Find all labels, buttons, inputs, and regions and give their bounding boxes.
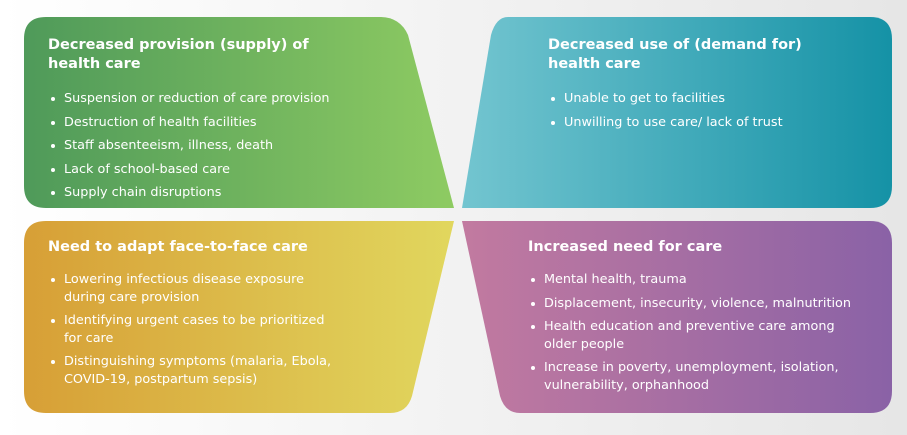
top-right-quadrant-shape bbox=[462, 17, 892, 208]
bullet-list: Unable to get to facilities Unwilling to… bbox=[548, 90, 878, 131]
list-item: Displacement, insecurity, violence, maln… bbox=[528, 295, 888, 313]
list-item: Identifying urgent cases to be prioritiz… bbox=[48, 312, 348, 347]
panel-title: Need to adapt face-to-face care bbox=[48, 239, 308, 255]
list-item: Health education and preventive care amo… bbox=[528, 318, 888, 353]
panel-adapt-care: Need to adapt face-to-face care Lowering… bbox=[48, 238, 348, 394]
list-item: Supply chain disruptions bbox=[48, 184, 378, 202]
panel-increased-need: Increased need for care Mental health, t… bbox=[528, 238, 888, 400]
bottom-left-quadrant-shape bbox=[24, 221, 454, 413]
panel-title: Decreased use of (demand for) health car… bbox=[548, 37, 802, 72]
bullet-list: Mental health, trauma Displacement, inse… bbox=[528, 271, 888, 394]
bottom-right-quadrant-shape bbox=[462, 221, 892, 413]
list-item: Unwilling to use care/ lack of trust bbox=[548, 114, 878, 132]
panel-decreased-use: Decreased use of (demand for) health car… bbox=[548, 36, 878, 137]
list-item: Staff absenteeism, illness, death bbox=[48, 137, 378, 155]
panel-decreased-provision: Decreased provision (supply) of health c… bbox=[48, 36, 378, 208]
list-item: Destruction of health facilities bbox=[48, 114, 378, 132]
top-left-quadrant-shape bbox=[24, 17, 454, 208]
list-item: Increase in poverty, unemployment, isola… bbox=[528, 359, 888, 394]
list-item: Distinguishing symptoms (malaria, Ebola,… bbox=[48, 353, 348, 388]
list-item: Unable to get to facilities bbox=[548, 90, 878, 108]
list-item: Mental health, trauma bbox=[528, 271, 888, 289]
panel-title: Decreased provision (supply) of health c… bbox=[48, 37, 309, 72]
list-item: Suspension or reduction of care provisio… bbox=[48, 90, 378, 108]
bullet-list: Lowering infectious disease exposure dur… bbox=[48, 271, 348, 388]
list-item: Lowering infectious disease exposure dur… bbox=[48, 271, 348, 306]
list-item: Lack of school-based care bbox=[48, 161, 378, 179]
bullet-list: Suspension or reduction of care provisio… bbox=[48, 90, 378, 202]
panel-title: Increased need for care bbox=[528, 239, 723, 255]
